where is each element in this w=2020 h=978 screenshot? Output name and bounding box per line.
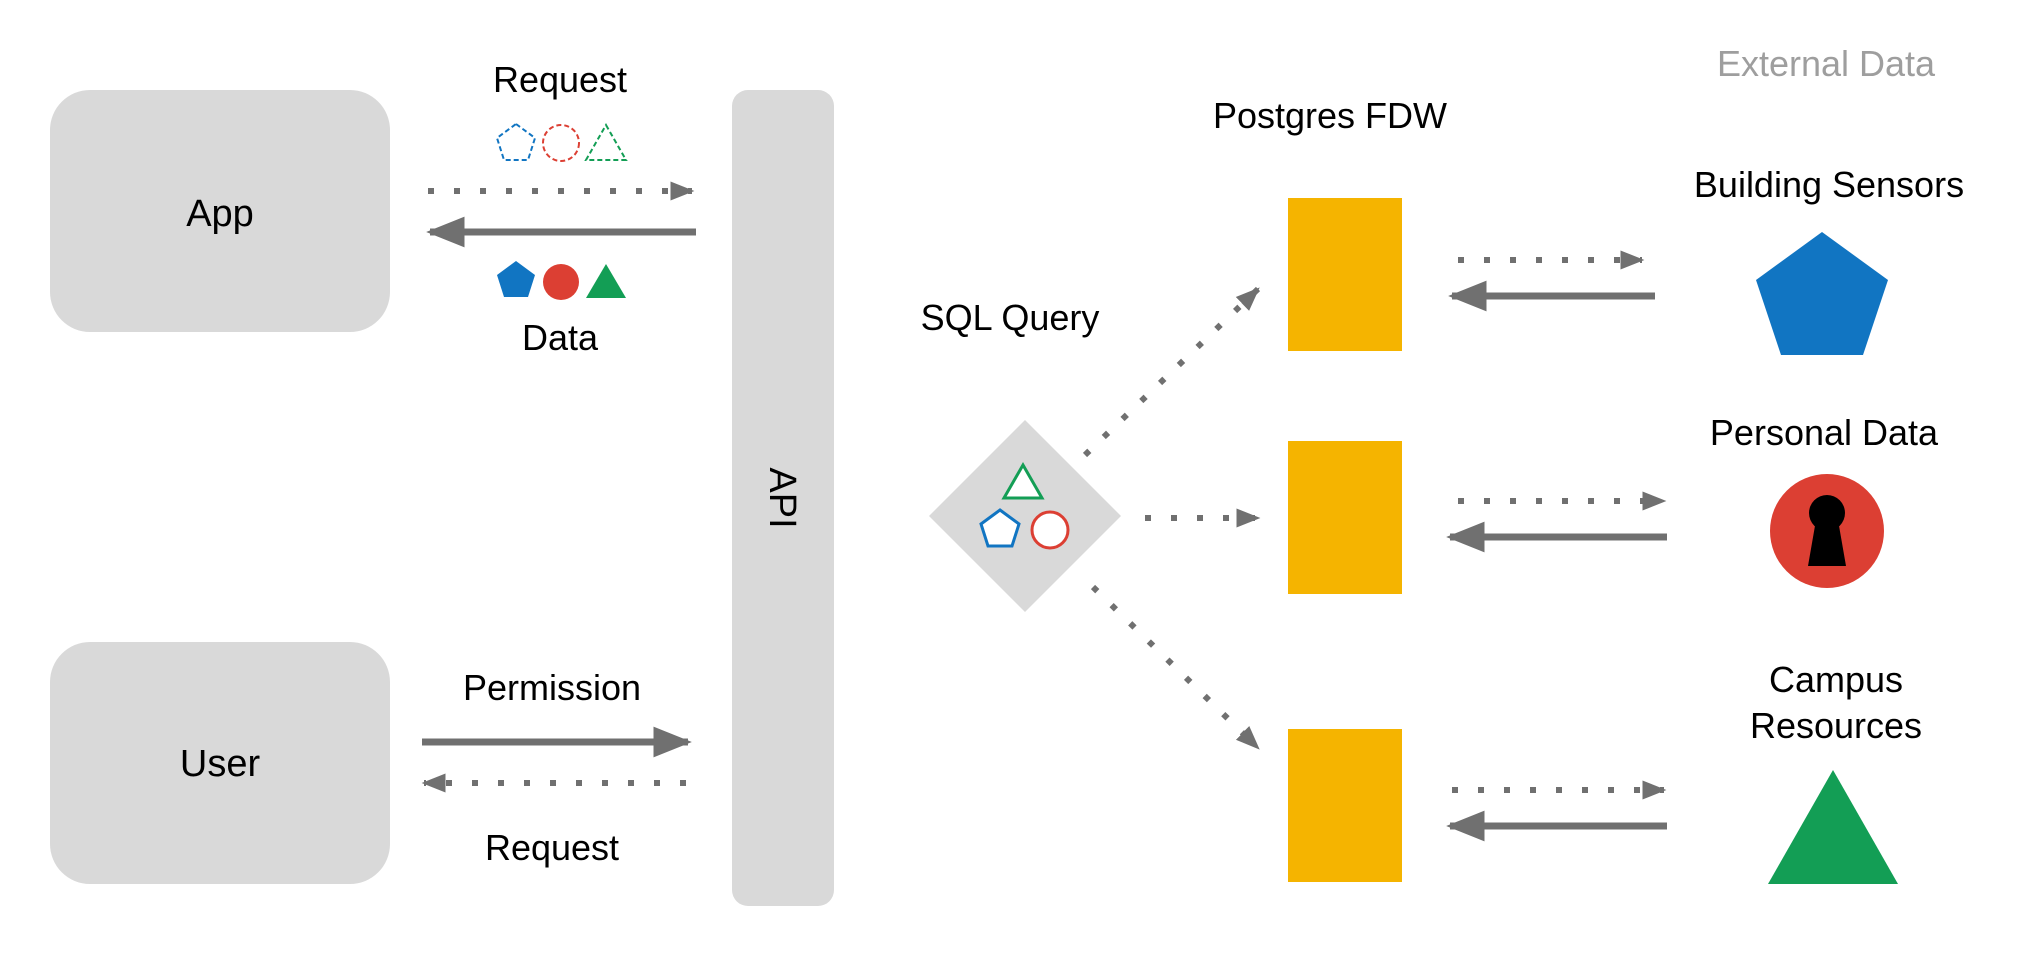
circle-outline-icon: [542, 124, 580, 162]
request-shapes-outline: [495, 122, 628, 162]
fdw-block-1: [1288, 198, 1402, 351]
circle-outline-icon: [1030, 510, 1070, 550]
personal-data-label: Personal Data: [1710, 412, 1939, 453]
campus-resources-label-line2: Resources: [1750, 705, 1922, 746]
fdw-external-arrows: [1446, 250, 1667, 842]
api-label: API: [761, 467, 803, 528]
data-shapes-filled: [497, 261, 626, 300]
triangle-filled-icon: [586, 264, 626, 298]
app-label: App: [186, 193, 254, 235]
pentagon-outline-icon: [979, 508, 1021, 548]
api-node: API: [732, 90, 834, 906]
app-data-label: Data: [522, 317, 599, 358]
sql-to-fdw-3-arrow: [1090, 584, 1261, 751]
circle-filled-icon: [543, 264, 579, 300]
pentagon-filled-icon: [497, 261, 535, 297]
user-node: User: [50, 642, 390, 884]
sql-to-fdw-1-arrow: [1082, 286, 1261, 458]
building-sensors-label: Building Sensors: [1694, 164, 1964, 205]
campus-resources-label-line1: Campus: [1769, 659, 1903, 700]
app-request-label: Request: [493, 59, 627, 100]
user-permission-label: Permission: [463, 667, 641, 708]
user-api-flows: Permission Request: [421, 667, 692, 868]
fdw-block-3: [1288, 729, 1402, 882]
sql-query-node: SQL Query: [921, 297, 1121, 612]
sql-query-label: SQL Query: [921, 297, 1100, 338]
triangle-outline-icon: [1001, 461, 1045, 500]
app-node: App: [50, 90, 390, 332]
fdw-block-2: [1288, 441, 1402, 594]
triangle-outline-icon: [584, 122, 628, 161]
user-label: User: [180, 743, 261, 785]
pentagon-icon: [1756, 232, 1888, 355]
triangle-icon: [1768, 770, 1898, 884]
external-data-group: External Data Building Sensors Personal …: [1694, 43, 1964, 884]
postgres-fdw-label: Postgres FDW: [1213, 95, 1447, 136]
postgres-fdw-group: Postgres FDW: [1213, 95, 1447, 882]
sql-to-fdw-arrows: [1082, 286, 1261, 751]
keyhole-icon: [1770, 474, 1884, 588]
external-data-heading: External Data: [1717, 43, 1936, 84]
user-request-label: Request: [485, 827, 619, 868]
pentagon-outline-icon: [495, 122, 537, 161]
app-api-flows: Request Data: [426, 59, 696, 358]
